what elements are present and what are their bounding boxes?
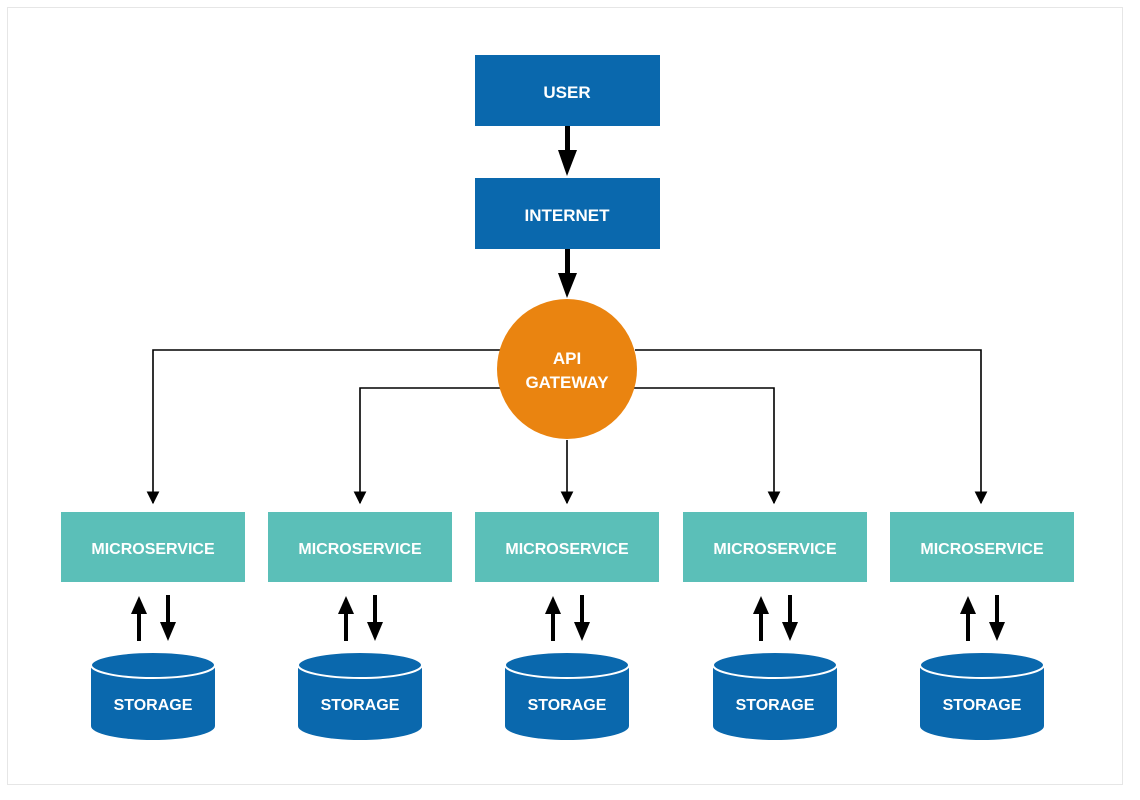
io-arrows-1 [131,595,176,641]
up-arrow [131,596,147,614]
io-arrows-3 [545,595,590,641]
storage-node-2: STORAGE [297,651,423,740]
storage-label: STORAGE [943,697,1022,714]
database-icon [505,665,629,740]
microservice-node-5: MICROSERVICE [890,512,1074,582]
microservice-label: MICROSERVICE [298,541,422,558]
storage-node-4: STORAGE [712,651,838,740]
connector-to-microservice-5 [635,349,988,505]
database-icon [298,665,422,740]
storage-node-3: STORAGE [504,651,630,740]
arrow-internet-gateway [558,249,577,298]
database-icon [920,665,1044,740]
storage-label: STORAGE [114,697,193,714]
api-gateway-node: API GATEWAY [497,299,637,439]
storage-node-1: STORAGE [90,651,216,740]
microservice-label: MICROSERVICE [713,541,837,558]
gateway-label-line2: GATEWAY [525,373,609,392]
microservice-label: MICROSERVICE [505,541,629,558]
up-arrow [753,596,769,614]
storage-node-5: STORAGE [919,651,1045,740]
up-arrow [545,596,561,614]
database-icon [713,665,837,740]
microservice-node-2: MICROSERVICE [268,512,452,582]
io-arrows-4 [753,595,798,641]
io-arrows-2 [338,595,383,641]
gateway-label-line1: API [553,349,581,368]
connector-to-microservice-4 [630,387,781,505]
user-label: USER [543,83,590,102]
storage-label: STORAGE [528,697,607,714]
arrow-user-internet [558,126,577,176]
down-arrow [782,622,798,641]
internet-node: INTERNET [475,178,660,249]
microservice-label: MICROSERVICE [920,541,1044,558]
connector-to-microservice-2 [353,387,505,505]
down-arrow [160,622,176,641]
storage-label: STORAGE [321,697,400,714]
gateway-connectors [146,349,988,505]
user-node: USER [475,55,660,126]
storage-label: STORAGE [736,697,815,714]
io-arrows-5 [960,595,1005,641]
microservice-node-1: MICROSERVICE [61,512,245,582]
up-arrow [960,596,976,614]
database-icon [91,665,215,740]
microservice-label: MICROSERVICE [91,541,215,558]
down-arrow [574,622,590,641]
up-arrow [338,596,354,614]
microservice-node-3: MICROSERVICE [475,512,659,582]
internet-label: INTERNET [525,206,611,225]
microservice-node-4: MICROSERVICE [683,512,867,582]
down-arrow [367,622,383,641]
connector-to-microservice-1 [146,349,500,505]
down-arrow [989,622,1005,641]
